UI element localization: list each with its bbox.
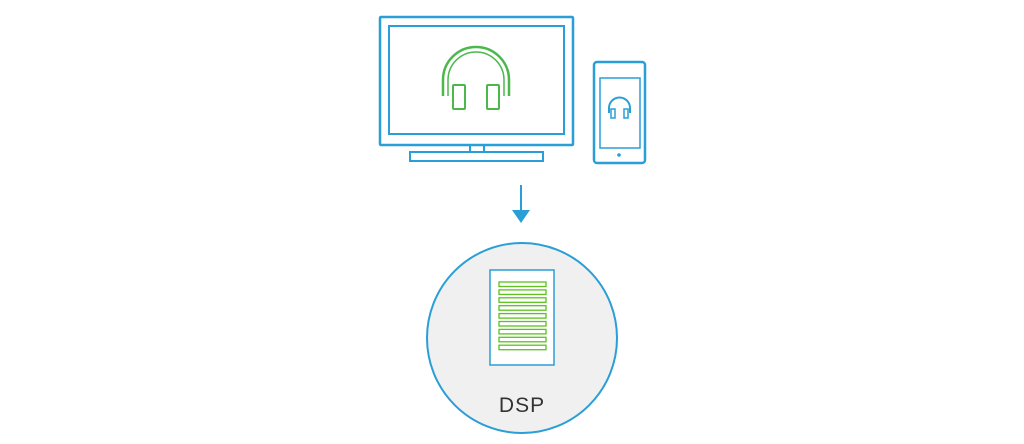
document-line [498,320,547,327]
document-line [498,312,547,319]
home-button [617,153,621,157]
document-line [498,289,547,296]
dsp-label: DSP [499,394,545,417]
document-lines-icon [489,269,555,366]
monitor-stand [409,151,544,162]
document-lines [498,281,547,351]
dsp-node: DSP [426,242,618,434]
document-line [498,336,547,343]
desktop-monitor [378,15,575,162]
monitor-frame [378,15,575,147]
document-line [498,344,547,351]
smartphone-screen [599,77,641,149]
monitor-screen [388,25,565,135]
document-line [498,328,547,335]
smartphone [592,60,647,165]
arrow-down-icon [512,185,530,223]
document-line [498,305,547,311]
document-line [498,281,547,288]
smartphone-icon [592,60,647,165]
document-line [498,297,547,303]
headphones-icon [441,45,511,110]
headphones-icon [608,96,631,119]
